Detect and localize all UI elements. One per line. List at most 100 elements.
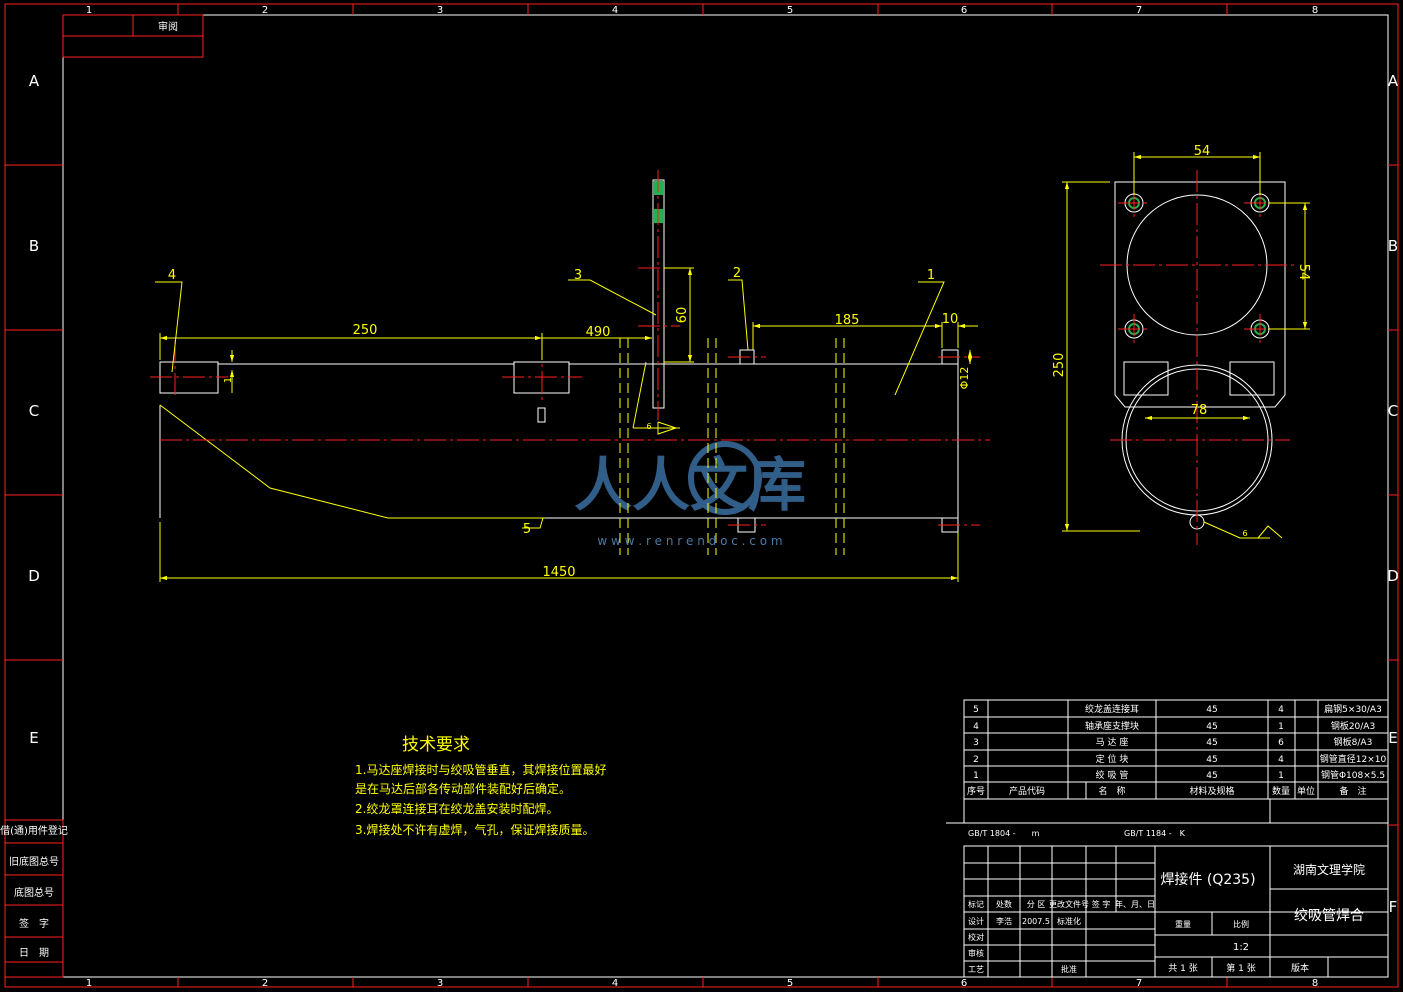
rev-header: 年、月、日 bbox=[1115, 899, 1155, 909]
bom-material: 45 bbox=[1206, 755, 1217, 765]
rev-header: 分 区 bbox=[1027, 900, 1046, 909]
col-number: 3 bbox=[437, 5, 443, 16]
dim-60: 60 bbox=[675, 307, 690, 324]
col-number: 7 bbox=[1136, 5, 1142, 16]
balloon-4: 4 bbox=[168, 268, 176, 283]
title-block: 标记 处数 分 区 更改文件号 签 字 年、月、日 设计 李浩 2007.5 标… bbox=[963, 845, 1389, 978]
bom-note: 扁钢5×30/A3 bbox=[1324, 703, 1382, 715]
col-number: 4 bbox=[612, 978, 618, 989]
dim-1: 1 bbox=[223, 377, 234, 383]
tech-line: 3.焊接处不许有虚焊，气孔，保证焊接质量。 bbox=[355, 822, 594, 837]
bom-header-qty: 数量 bbox=[1272, 785, 1290, 797]
row-letter: B bbox=[29, 237, 39, 255]
side-dimensions bbox=[1062, 152, 1310, 539]
process-label: 工艺 bbox=[968, 965, 984, 974]
col-number: 8 bbox=[1312, 5, 1318, 16]
technical-requirements: 技术要求 1.马达座焊接时与绞吸管垂直，其焊接位置最好 是在马达后部各传动部件装… bbox=[355, 735, 606, 837]
bom-qty: 1 bbox=[1278, 771, 1284, 781]
row-letter: D bbox=[28, 567, 40, 585]
tech-line: 1.马达座焊接时与绞吸管垂直，其焊接位置最好 bbox=[355, 762, 606, 777]
scale-value: 1:2 bbox=[1233, 942, 1249, 953]
bom-header-name: 名 称 bbox=[1098, 785, 1125, 797]
tech-line: 是在马达后部各传动部件装配好后确定。 bbox=[355, 781, 571, 796]
col-number: 8 bbox=[1312, 978, 1318, 989]
strip-label: 旧底图总号 bbox=[9, 855, 59, 868]
bom-name: 定 位 块 bbox=[1096, 753, 1129, 765]
bom-no: 1 bbox=[973, 771, 979, 781]
tech-line: 2.绞龙罩连接耳在绞龙盖安装时配焊。 bbox=[355, 801, 558, 816]
design-label: 设计 bbox=[968, 916, 984, 926]
col-number: 2 bbox=[262, 978, 268, 989]
dim-185: 185 bbox=[835, 313, 860, 328]
std-left: GB/T 1804 - m bbox=[968, 829, 1040, 838]
bom-header-note: 备 注 bbox=[1339, 785, 1366, 797]
strip-label: 借(通)用件登记 bbox=[0, 824, 68, 837]
bom-qty: 1 bbox=[1278, 722, 1284, 732]
dim-250-side: 250 bbox=[1052, 353, 1067, 378]
left-record-strip: 借(通)用件登记 旧底图总号 底图总号 签 字 日 期 bbox=[0, 819, 68, 978]
bom-header-material: 材料及规格 bbox=[1189, 785, 1234, 797]
balloon-5: 5 bbox=[523, 522, 531, 537]
bom-qty: 4 bbox=[1278, 705, 1284, 715]
balloon-1: 1 bbox=[927, 268, 935, 283]
row-letter: F bbox=[1389, 898, 1398, 916]
balloon-3: 3 bbox=[574, 268, 582, 283]
strip-label: 底图总号 bbox=[14, 886, 54, 899]
col-number: 2 bbox=[262, 5, 268, 16]
bom-note: 钢管直径12×10 bbox=[1320, 753, 1387, 765]
dim-1450: 1450 bbox=[542, 565, 575, 580]
strip-label: 日 期 bbox=[19, 947, 49, 959]
row-letter: A bbox=[29, 72, 40, 90]
bom-no: 3 bbox=[973, 738, 979, 748]
bom-material: 45 bbox=[1206, 738, 1217, 748]
side-center-lines bbox=[1100, 170, 1295, 545]
bom-name: 绞 吸 管 bbox=[1096, 769, 1129, 781]
bom-name: 绞龙盖连接耳 bbox=[1085, 703, 1139, 715]
bom-header-unit: 单位 bbox=[1297, 785, 1315, 797]
bom-table: 5 绞龙盖连接耳 45 4 扁钢5×30/A3 4 轴承座支撑块 45 1 钢板… bbox=[946, 699, 1389, 838]
bom-material: 45 bbox=[1206, 771, 1217, 781]
drawing-name: 绞吸管焊合 bbox=[1294, 907, 1364, 924]
col-number: 6 bbox=[961, 978, 967, 989]
rev-header: 签 字 bbox=[1092, 899, 1111, 909]
bom-qty: 4 bbox=[1278, 755, 1284, 765]
std-label: 标准化 bbox=[1057, 916, 1081, 926]
sheets-total: 共 1 张 bbox=[1168, 963, 1197, 974]
col-number: 6 bbox=[961, 5, 967, 16]
bom-header-code: 产品代码 bbox=[1009, 785, 1045, 797]
dim-54-side: 54 bbox=[1296, 264, 1311, 281]
bom-no: 4 bbox=[973, 722, 979, 732]
motor-seat-plate bbox=[1114, 181, 1286, 530]
bom-name: 马 达 座 bbox=[1096, 736, 1129, 748]
row-letter: C bbox=[29, 402, 39, 420]
bom-note: 钢板8/A3 bbox=[1334, 736, 1373, 748]
version-label: 版本 bbox=[1291, 962, 1309, 974]
front-view bbox=[150, 170, 990, 555]
center-lines bbox=[150, 170, 990, 526]
bom-note: 钢管Φ108×5.5 bbox=[1321, 769, 1385, 781]
watermark: 人人文库 w w w . r e n r e n d o c . c o m bbox=[574, 441, 806, 548]
rev-header: 处数 bbox=[996, 899, 1012, 909]
approve-label: 批准 bbox=[1061, 964, 1077, 974]
weld-size-side: 6 bbox=[1242, 529, 1247, 538]
watermark-url: w w w . r e n r e n d o c . c o m bbox=[597, 534, 782, 548]
dim-490: 490 bbox=[586, 325, 611, 340]
bom-header-no: 序号 bbox=[967, 785, 985, 797]
col-number: 5 bbox=[787, 5, 793, 16]
dim-10: 10 bbox=[942, 312, 959, 327]
part-title: 焊接件 (Q235) bbox=[1160, 871, 1255, 888]
col-number: 4 bbox=[612, 5, 618, 16]
bom-qty: 6 bbox=[1278, 738, 1284, 748]
design-date: 2007.5 bbox=[1022, 917, 1050, 926]
row-letter: B bbox=[1388, 237, 1398, 255]
row-letter: C bbox=[1388, 402, 1398, 420]
col-number: 3 bbox=[437, 978, 443, 989]
bom-note: 钢板20/A3 bbox=[1331, 720, 1375, 732]
scale-label: 比例 bbox=[1233, 919, 1249, 929]
drawing-frame: 1 2 3 4 5 6 7 8 1 2 3 4 5 6 7 8 A B C D … bbox=[4, 3, 1399, 989]
top-label: 审阅 bbox=[158, 20, 178, 33]
tech-title: 技术要求 bbox=[402, 735, 470, 755]
std-right: GB/T 1184 - K bbox=[1124, 829, 1186, 838]
side-view bbox=[1062, 152, 1310, 545]
